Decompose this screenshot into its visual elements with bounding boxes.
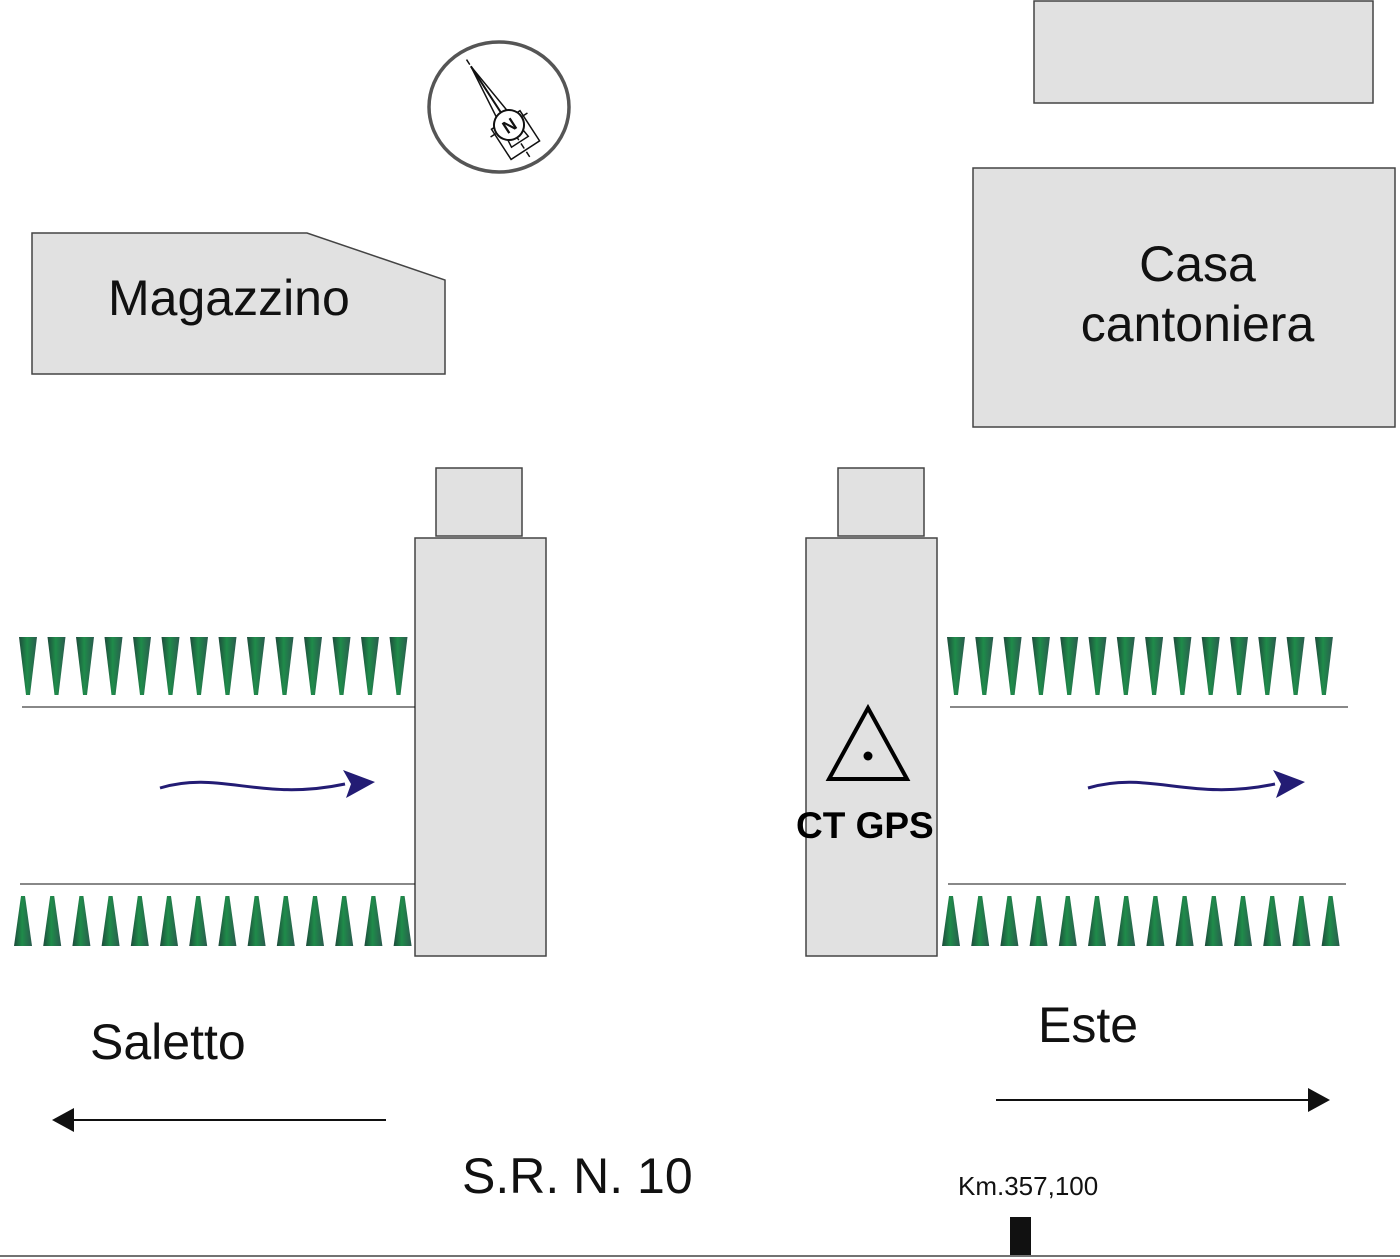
label-casa-cantoniera: Casa cantoniera [1060, 234, 1335, 354]
hedge-spike [1286, 637, 1305, 695]
hedge-spike [190, 637, 208, 695]
label-este: Este [1038, 997, 1139, 1053]
hedge-row-bottom-left [14, 896, 412, 946]
hedge-spike [1234, 896, 1252, 946]
hedge-spike [361, 637, 379, 695]
label-saletto: Saletto [90, 1014, 246, 1070]
flow-arrow-left [159, 770, 375, 798]
hedge-spike [971, 896, 990, 946]
label-km: Km.357,100 [958, 1171, 1099, 1201]
pillar-left [414, 537, 547, 957]
pillar-right [805, 537, 938, 957]
hedge-spike [218, 637, 237, 695]
building-casa-cantoniera [972, 167, 1396, 428]
hedge-spike [130, 896, 149, 946]
hedge-spike [1029, 896, 1048, 946]
hedge-row-top-left [19, 637, 408, 695]
hedge-spike [364, 896, 383, 946]
hedge-spike [160, 896, 178, 946]
hedge-spike [19, 637, 37, 695]
pillar-right-cap [837, 467, 925, 537]
hedge-spike [72, 896, 91, 946]
km-post-icon [1010, 1217, 1031, 1255]
hedge-spike [335, 896, 354, 946]
hedge-spike [947, 637, 965, 695]
hedge-spike [14, 896, 32, 946]
hedge-spike [1175, 896, 1194, 946]
label-casa-line2: cantoniera [1080, 296, 1315, 352]
hedge-spike [1145, 637, 1164, 695]
north-arrow-icon: N [427, 40, 571, 174]
hedge-spike [189, 896, 208, 946]
hedge-spike [1258, 637, 1277, 695]
hedge-row-bottom-right [942, 896, 1340, 946]
hedge-spike [76, 637, 94, 695]
arrow-to-este [996, 1088, 1330, 1112]
hedge-spike [1058, 896, 1077, 946]
label-station: CT GPS [796, 805, 934, 846]
hedge-spike [306, 896, 324, 946]
arrow-to-saletto [52, 1108, 386, 1132]
hedge-spike [133, 637, 151, 695]
hedge-spike [1088, 896, 1106, 946]
hedge-spike [1230, 637, 1248, 695]
hedge-spike [332, 637, 351, 695]
hedge-spike [1173, 637, 1192, 695]
label-casa-line1: Casa [1139, 236, 1256, 292]
building-magazzino [31, 232, 446, 375]
hedge-spike [276, 896, 295, 946]
hedge-spike [1088, 637, 1107, 695]
hedge-spike [275, 637, 294, 695]
hedge-spike [247, 896, 266, 946]
hedge-spike [1204, 896, 1223, 946]
hedge-spike [389, 637, 408, 695]
hedge-spike [1060, 637, 1079, 695]
building-top-right [1033, 0, 1374, 104]
hedge-spike [47, 637, 66, 695]
hedge-spike [1146, 896, 1165, 946]
hedge-spike [247, 637, 265, 695]
hedge-spike [1292, 896, 1311, 946]
hedge-spike [975, 637, 994, 695]
hedge-spike [1031, 637, 1050, 695]
hedge-spike [393, 896, 412, 946]
hedge-spike [1116, 637, 1135, 695]
hedge-spike [1321, 896, 1340, 946]
label-road: S.R. N. 10 [462, 1148, 693, 1204]
hedge-spike [101, 896, 120, 946]
hedge-spike [1314, 637, 1333, 695]
hedge-spike [1263, 896, 1282, 946]
hedge-spike [1000, 896, 1019, 946]
flow-arrow-right [1087, 770, 1305, 798]
hedge-spike [1003, 637, 1022, 695]
pillar-left-cap [435, 467, 523, 537]
hedge-spike [218, 896, 237, 946]
hedge-spike [104, 637, 123, 695]
hedge-row-top-right [947, 637, 1333, 695]
hedge-spike [942, 896, 960, 946]
hedge-spike [43, 896, 62, 946]
triangle-dot-icon [825, 703, 911, 781]
label-magazzino: Magazzino [108, 270, 350, 326]
hedge-spike [304, 637, 322, 695]
hedge-spike [1201, 637, 1220, 695]
hedge-spike [161, 637, 180, 695]
hedge-spike [1117, 896, 1136, 946]
